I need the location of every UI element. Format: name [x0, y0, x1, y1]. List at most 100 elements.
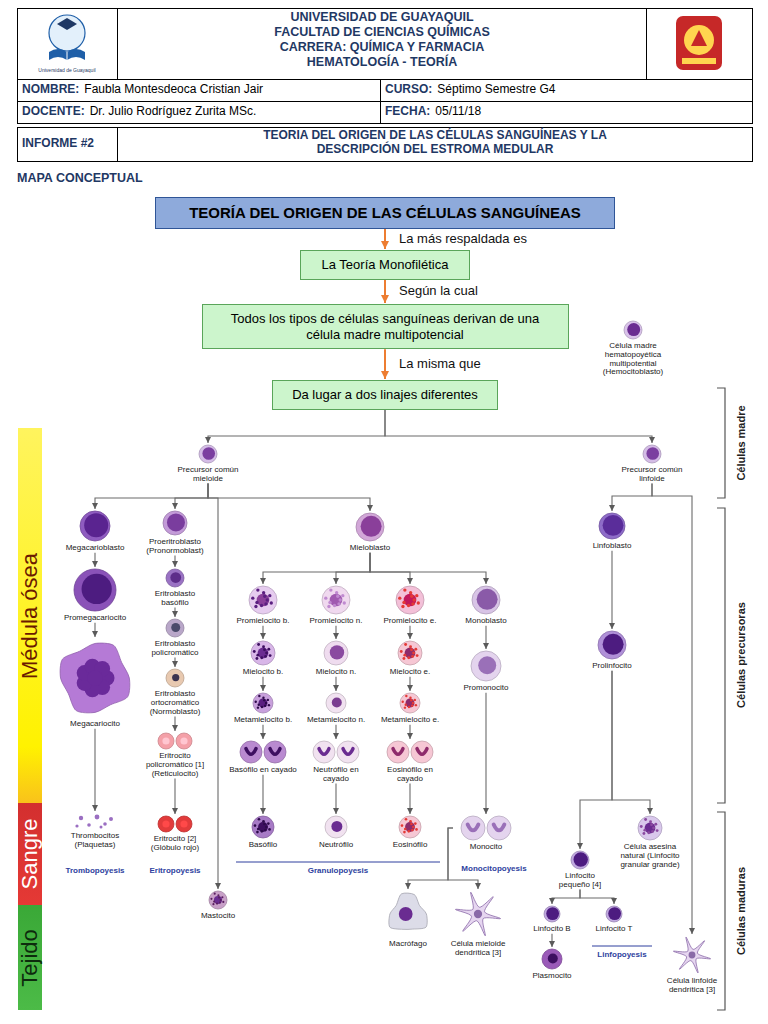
cell-illustration: [335, 512, 405, 542]
cell-part: [415, 704, 417, 706]
cell-part: [399, 907, 413, 921]
cell-illustration: [143, 732, 207, 750]
logo-shield: [676, 16, 722, 70]
cell-part: [546, 907, 559, 920]
mature-cell: Basófilo: [229, 815, 297, 850]
cell-part: [405, 648, 416, 659]
cell-part: [409, 820, 412, 823]
cell-part: [266, 598, 269, 601]
cell-label: Célula asesina natural (Linfocito granul…: [617, 843, 683, 869]
concept-box: La Teoría Monofilética: [300, 250, 470, 280]
cell-illustration: [53, 638, 137, 718]
cell-part: [60, 643, 130, 713]
cell-part: [163, 511, 187, 535]
cell-part: [640, 825, 643, 828]
cell-part: [409, 591, 412, 594]
mature-cell: Linfocito B: [530, 905, 574, 934]
cell-illustration: [582, 630, 642, 660]
cell-part: [261, 830, 264, 833]
cell-illustration: [53, 812, 137, 830]
cell-part: [269, 654, 272, 657]
mature-cell: Linfocito pequeño [4]: [551, 850, 609, 890]
cell-part: [82, 574, 112, 604]
mature-cell: Neutrófilo: [302, 815, 370, 850]
cell-part: [336, 595, 339, 598]
cell-part: [404, 643, 407, 646]
logo-seal: [684, 25, 714, 55]
cell-part: [404, 828, 407, 831]
cell-label: Neutrófilo: [302, 841, 370, 850]
cell-part: [361, 516, 382, 537]
cell-part: [403, 831, 406, 834]
cell-label: Linfocito T: [592, 925, 636, 934]
title-box: TEORÍA DEL ORIGEN DE LAS CÉLULAS SANGUÍN…: [155, 197, 615, 229]
logo-book-spine: [67, 52, 68, 60]
cell-part: [542, 949, 562, 969]
cell-illustration: [302, 692, 370, 714]
cell-part: [326, 693, 346, 713]
connector: [384, 349, 386, 379]
cell-label: Célula madre hematopoyética multipotenti…: [593, 342, 673, 377]
cell-part: [268, 704, 270, 706]
connector: [336, 553, 370, 584]
cell-part: [257, 594, 270, 607]
cell-part: [267, 699, 269, 701]
cell-part: [324, 641, 348, 665]
cell-part: [414, 822, 417, 825]
cell-part: [258, 695, 260, 697]
cell-part: [240, 741, 262, 763]
cell-illustration: [376, 585, 444, 615]
cell-label: Metamielocito n.: [302, 716, 370, 725]
connector: [263, 553, 370, 584]
cell-part: [180, 820, 187, 827]
header-title: CARRERA: QUÍMICA Y FARMACIA: [280, 40, 485, 54]
connector: [94, 553, 95, 567]
cell-part: [461, 816, 485, 840]
cell-label: Thrombocitos (Plaquetas): [53, 832, 137, 850]
lineage-label: Granulopoyesis: [308, 866, 368, 875]
cell-illustration: [376, 740, 444, 764]
cell-part: [405, 695, 407, 697]
cell-illustration: [446, 890, 510, 938]
connector: [262, 775, 263, 814]
cell-label: Promielocito b.: [229, 617, 297, 626]
cell-label: Eritrocito policromático [1] (Reticuloci…: [143, 752, 207, 778]
cell-label: Proeritroblasto (Pronormoblast): [143, 538, 207, 556]
connector: [552, 890, 580, 904]
table-rule: [18, 79, 753, 80]
cell-part: [264, 655, 267, 658]
cell-part: [171, 623, 180, 632]
cell-part: [255, 601, 258, 604]
cell-part: [603, 634, 624, 655]
cell-part: [263, 823, 266, 826]
connector: [409, 626, 410, 639]
cell-part: [166, 569, 184, 587]
cell-part: [642, 832, 645, 835]
cell-part: [411, 741, 433, 763]
precursor-cell: Megacarioblasto: [53, 510, 137, 553]
cell-part: [222, 901, 224, 903]
cell-part: [74, 569, 116, 611]
cell-part: [415, 594, 418, 597]
cell-illustration: [593, 320, 673, 340]
cell-part: [170, 572, 181, 583]
region-band: Médula ósea: [18, 428, 42, 803]
cell-part: [324, 597, 327, 600]
mature-cell: Eosinófilo: [376, 815, 444, 850]
cell-label: Megacarioblasto: [53, 544, 137, 553]
cell-illustration: [143, 568, 207, 588]
cell-part: [327, 605, 330, 608]
connector: [409, 677, 410, 691]
cell-part: [608, 907, 621, 920]
cell-part: [400, 650, 403, 653]
cell-part: [474, 910, 482, 918]
cell-part: [313, 741, 335, 763]
cell-part: [649, 820, 652, 823]
concept-text: Da lugar a dos linajes diferentes: [292, 387, 478, 403]
cell-illustration: [617, 815, 683, 841]
cell-part: [261, 706, 263, 708]
connector: [174, 778, 175, 814]
cell-part: [249, 586, 277, 614]
cell-part: [254, 605, 257, 608]
